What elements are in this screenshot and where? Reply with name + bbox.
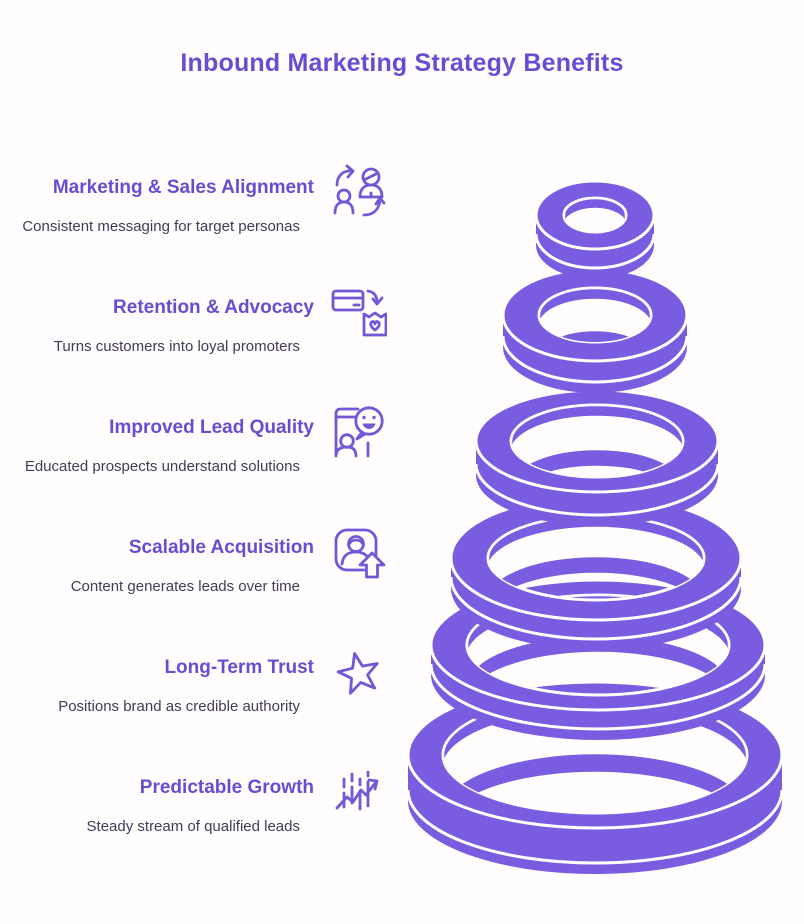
funnel-ring-1 — [534, 179, 656, 279]
benefit-description: Positions brand as credible authority — [58, 698, 300, 715]
funnel-ring-4 — [449, 494, 743, 650]
benefit-description: Consistent messaging for target personas — [22, 218, 300, 235]
funnel-ring-2 — [501, 267, 689, 393]
benefit-heading: Predictable Growth — [139, 777, 314, 798]
benefit-description: Turns customers into loyal promoters — [53, 338, 300, 355]
profile-upgrade-icon — [330, 522, 388, 580]
benefit-heading: Long-Term Trust — [164, 657, 314, 678]
benefit-heading: Retention & Advocacy — [113, 297, 314, 318]
page-title: Inbound Marketing Strategy Benefits — [180, 49, 624, 77]
benefit-description: Steady stream of qualified leads — [86, 818, 300, 835]
feedback-smiley-icon — [330, 402, 388, 460]
benefit-item-marketing-sales-alignment: Marketing & Sales Alignment Consistent m… — [8, 162, 388, 237]
star-icon — [330, 642, 388, 700]
people-exchange-icon — [330, 162, 388, 220]
benefit-heading: Improved Lead Quality — [109, 417, 314, 438]
funnel-ring-3 — [474, 388, 720, 526]
benefit-description: Educated prospects understand solutions — [24, 458, 300, 475]
benefit-description: Content generates leads over time — [70, 578, 300, 595]
benefit-item-long-term-trust: Long-Term Trust Positions brand as credi… — [8, 642, 388, 717]
customer-loyalty-tag-icon — [330, 282, 388, 340]
benefit-item-improved-lead-quality: Improved Lead Quality Educated prospects… — [8, 402, 388, 477]
benefit-item-retention-advocacy: Retention & Advocacy Turns customers int… — [8, 282, 388, 357]
growth-chart-icon — [330, 762, 388, 820]
benefit-item-predictable-growth: Predictable Growth Steady stream of qual… — [8, 762, 388, 837]
benefit-heading: Scalable Acquisition — [128, 537, 314, 558]
benefit-heading: Marketing & Sales Alignment — [52, 177, 314, 198]
benefit-item-scalable-acquisition: Scalable Acquisition Content generates l… — [8, 522, 388, 597]
